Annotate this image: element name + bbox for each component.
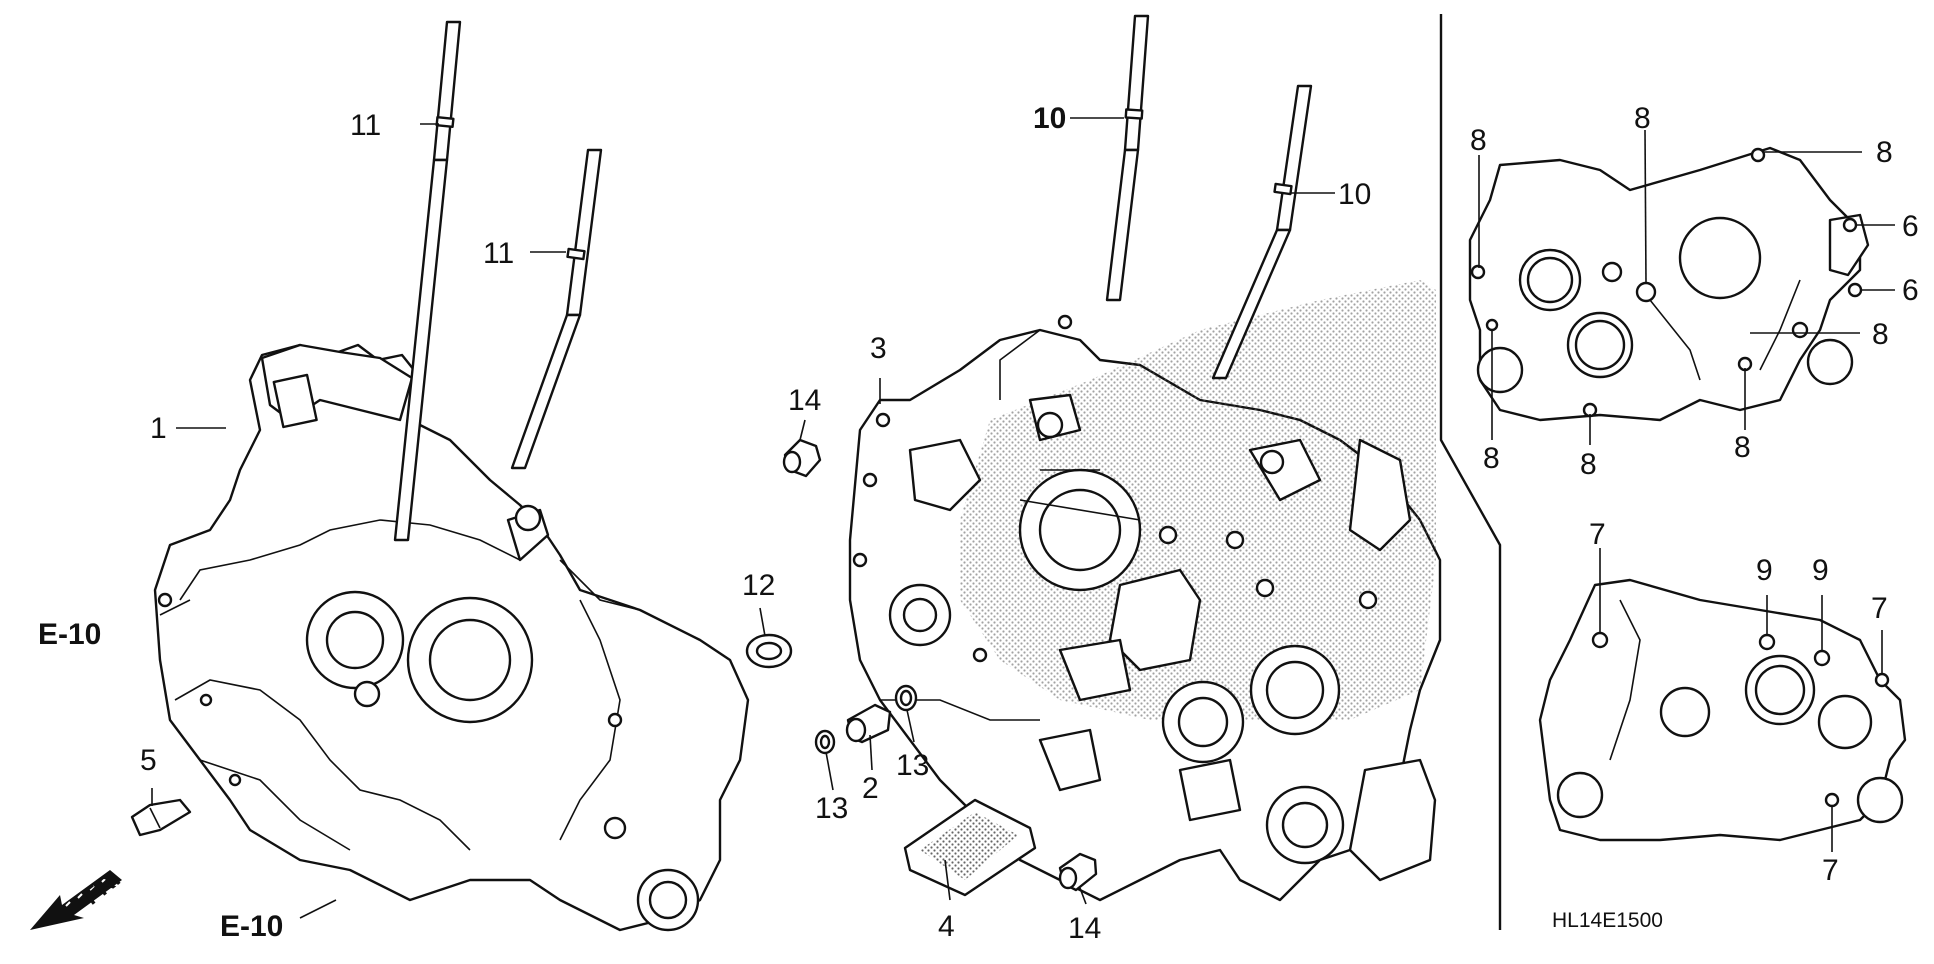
callout-11a: 11	[350, 109, 381, 142]
panel-dividers	[1439, 14, 1502, 930]
callout-13a: 13	[815, 792, 848, 825]
dowel-pin-14a	[782, 438, 822, 478]
callout-6b: 6	[1902, 274, 1919, 307]
callout-9a: 9	[1756, 554, 1773, 587]
stud-bolt-11b	[510, 148, 603, 470]
callout-8c: 8	[1876, 136, 1893, 169]
callout-3: 3	[870, 332, 887, 365]
oil-seal-12	[745, 633, 793, 669]
callout-8d: 8	[1872, 318, 1889, 351]
callout-8a: 8	[1470, 124, 1487, 157]
o-ring-13a	[814, 729, 836, 755]
front-arrow	[30, 870, 122, 930]
callout-labels: 11 11 1 12 5 E-10 E-10 FR. 10 10 3 14 13…	[38, 102, 1919, 945]
ref-label-lower: E-10	[220, 910, 283, 943]
oil-strainer-4	[903, 798, 1037, 897]
o-ring-13b	[894, 684, 918, 712]
callout-12: 12	[742, 569, 775, 602]
callout-5: 5	[140, 744, 157, 777]
drain-bolt-5	[130, 798, 192, 837]
callout-6a: 6	[1902, 210, 1919, 243]
callout-14a: 14	[788, 384, 821, 417]
stud-bolt-10a	[1105, 14, 1150, 302]
case-half-detail-lower	[1538, 578, 1907, 842]
diagram-code: HL14E1500	[1552, 909, 1663, 932]
center-crankcase	[848, 280, 1442, 902]
callout-9b: 9	[1812, 554, 1829, 587]
stud-bolt-10b	[1211, 84, 1313, 380]
callout-8f: 8	[1580, 448, 1597, 481]
callout-13b: 13	[896, 749, 929, 782]
callout-10a: 10	[1033, 102, 1066, 135]
callout-10b: 10	[1338, 178, 1371, 211]
dowel-pin-2	[845, 703, 892, 744]
callout-8e: 8	[1483, 442, 1500, 475]
case-half-detail-upper	[1468, 146, 1870, 422]
callout-7a: 7	[1589, 518, 1606, 551]
callout-4: 4	[938, 910, 955, 943]
callout-14b: 14	[1068, 912, 1101, 945]
ref-label-upper: E-10	[38, 618, 101, 651]
leader-lines	[151, 117, 1895, 919]
left-crankcase	[153, 343, 750, 932]
callout-7b: 7	[1871, 592, 1888, 625]
callout-8b: 8	[1634, 102, 1651, 135]
callout-1: 1	[150, 412, 167, 445]
dowel-pin-14b	[1058, 852, 1098, 892]
callout-7c: 7	[1822, 854, 1839, 887]
callout-2: 2	[862, 772, 879, 805]
callout-8g: 8	[1734, 431, 1751, 464]
stud-bolt-11a	[393, 20, 462, 542]
callout-11b: 11	[483, 237, 514, 270]
